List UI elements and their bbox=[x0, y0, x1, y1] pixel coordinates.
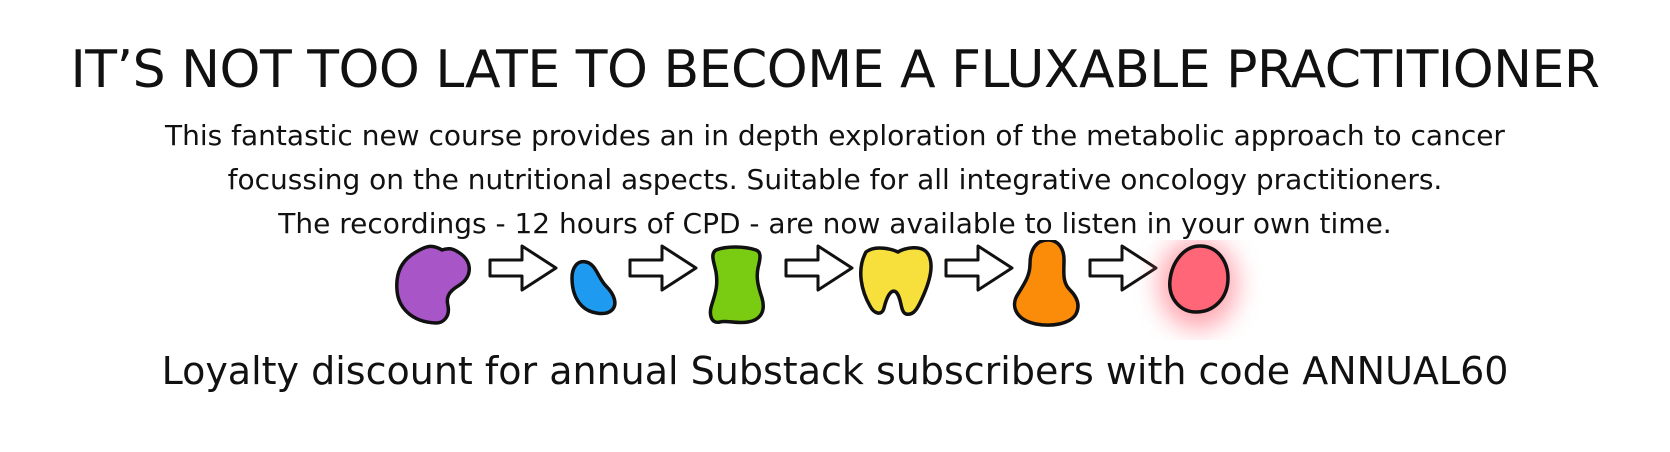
right-arrow-icon bbox=[628, 244, 698, 292]
pink-glowing-blob-icon bbox=[1168, 244, 1230, 314]
description-line-2: focussing on the nutritional aspects. Su… bbox=[227, 163, 1443, 196]
purple-blob-icon bbox=[395, 244, 471, 325]
orange-blob-icon bbox=[1012, 240, 1080, 327]
discount-offer: Loyalty discount for annual Substack sub… bbox=[161, 349, 1509, 393]
right-arrow-icon bbox=[944, 244, 1014, 292]
green-blob-icon bbox=[708, 245, 765, 325]
yellow-tooth-blob-icon bbox=[859, 246, 933, 317]
right-arrow-icon bbox=[1088, 244, 1158, 292]
course-description: This fantastic new course provides an in… bbox=[0, 114, 1670, 246]
right-arrow-icon bbox=[784, 244, 854, 292]
description-line-1: This fantastic new course provides an in… bbox=[165, 119, 1505, 152]
page-headline: IT’S NOT TOO LATE TO BECOME A FLUXABLE P… bbox=[70, 40, 1600, 100]
shape-progression bbox=[0, 240, 1670, 340]
blue-blob-icon bbox=[570, 259, 617, 316]
shape-progression-graphic bbox=[395, 240, 1238, 330]
description-line-3: The recordings - 12 hours of CPD - are n… bbox=[278, 207, 1392, 240]
right-arrow-icon bbox=[488, 244, 558, 292]
